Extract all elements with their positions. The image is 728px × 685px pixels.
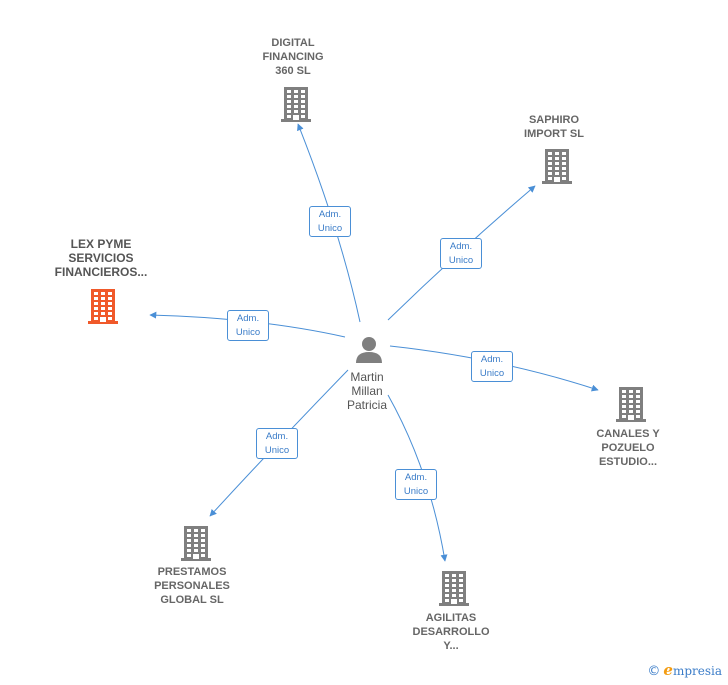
relation-badge: Adm.Unico xyxy=(471,351,513,382)
building-icon[interactable] xyxy=(280,86,312,127)
relation-badge: Adm.Unico xyxy=(440,238,482,269)
copyright-icon: © xyxy=(647,664,661,679)
person-name[interactable]: Martin Millan Patricia xyxy=(346,370,387,412)
building-icon[interactable] xyxy=(541,148,573,189)
relation-badge: Adm.Unico xyxy=(256,428,298,459)
person-icon[interactable] xyxy=(356,337,382,363)
brand-footer: ©empresia xyxy=(647,661,722,679)
building-icon[interactable] xyxy=(87,288,119,329)
building-icon[interactable] xyxy=(180,525,212,566)
company-label-lexpyme[interactable]: LEX PYME SERVICIOS FINANCIEROS... xyxy=(54,237,148,279)
company-label-prestamos[interactable]: PRESTAMOS PERSONALES GLOBAL SL xyxy=(154,566,230,606)
building-icon[interactable] xyxy=(615,386,647,427)
relation-badge: Adm.Unico xyxy=(227,310,269,341)
relation-badge: Adm.Unico xyxy=(395,469,437,500)
company-label-digital[interactable]: DIGITAL FINANCING 360 SL xyxy=(262,37,324,77)
brand-logo-e: e xyxy=(663,661,673,679)
building-icon[interactable] xyxy=(438,570,470,611)
brand-name: mpresia xyxy=(672,664,722,678)
company-label-agilitas[interactable]: AGILITAS DESARROLLO Y... xyxy=(412,612,490,652)
company-label-canales[interactable]: CANALES Y POZUELO ESTUDIO... xyxy=(596,428,660,468)
relation-badge: Adm.Unico xyxy=(309,206,351,237)
company-label-saphiro[interactable]: SAPHIRO IMPORT SL xyxy=(524,114,584,140)
